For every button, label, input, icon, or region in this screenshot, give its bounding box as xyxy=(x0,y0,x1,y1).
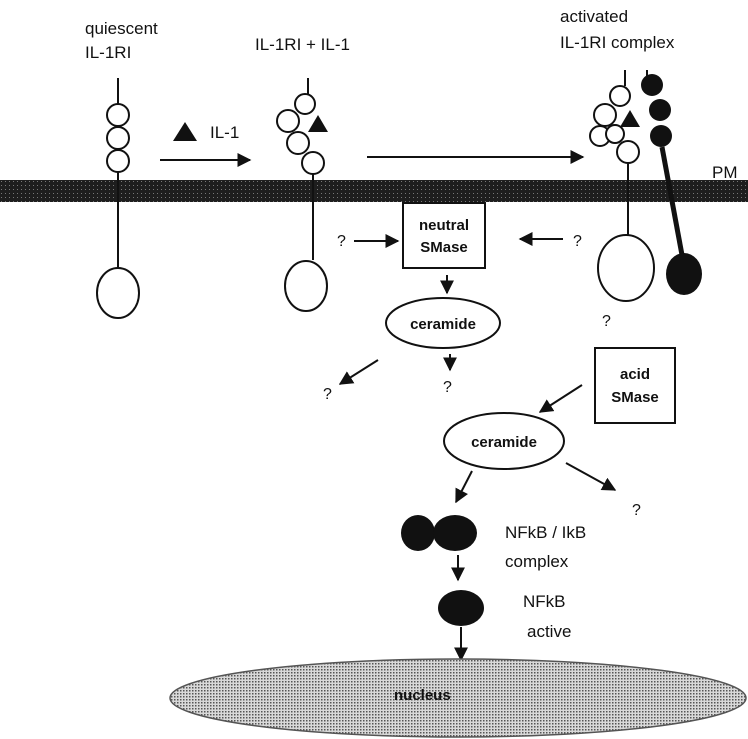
nfkb-active-label-line2: active xyxy=(527,622,571,641)
unknown-mark-right: ? xyxy=(573,233,582,250)
unknown-mark-left: ? xyxy=(337,233,346,250)
quiescent-receptor xyxy=(96,78,140,319)
neutral-smase-label-line2: SMase xyxy=(420,239,468,256)
ceramide-upper xyxy=(385,297,501,349)
acid-smase-label-line2: SMase xyxy=(611,389,659,406)
nfkb-ikb-complex xyxy=(401,515,477,551)
bound-receptor xyxy=(276,78,328,312)
plasma-membrane xyxy=(0,180,748,202)
nucleus-label: nucleus xyxy=(394,687,451,704)
ceramide-lower-label: ceramide xyxy=(471,434,537,451)
nfkb-ikb-label-line2: complex xyxy=(505,552,569,571)
acid-smase-box xyxy=(594,347,676,424)
nfkb-ikb-label-line1: NFkB / IkB xyxy=(505,523,586,542)
il1-ligand-label: IL-1 xyxy=(210,123,239,142)
nfkb-active-label-line1: NFkB xyxy=(523,592,566,611)
neutral-smase-label-line1: neutral xyxy=(419,217,469,234)
acid-smase-to-ceramide-arrow xyxy=(538,384,583,413)
il1-ligand-icon xyxy=(173,122,197,141)
unknown-mark-ceramide-left: ? xyxy=(323,386,332,403)
unknown-mark-ceramide-right: ? xyxy=(632,502,641,519)
activated-receptor-complex xyxy=(589,70,702,302)
neutral-smase-box xyxy=(402,202,486,269)
quiescent-label: quiescent xyxy=(85,19,158,38)
activated-label: activated xyxy=(560,7,628,26)
unknown-mark-ceramide-down: ? xyxy=(443,379,452,396)
ceramide-to-nfkb-arrow xyxy=(455,470,473,504)
ceramide-to-unknown-right-arrow xyxy=(565,462,617,491)
acid-smase-label-line1: acid xyxy=(620,366,650,383)
membrane-label: PM xyxy=(712,163,738,182)
nucleus xyxy=(169,658,747,738)
unknown-mark-complex: ? xyxy=(602,313,611,330)
bound-receptor-label: IL-1RI + IL-1 xyxy=(255,35,350,54)
ceramide-to-unknown-left-arrow xyxy=(338,359,379,385)
activated-complex-label: IL-1RI complex xyxy=(560,33,675,52)
nfkb-active xyxy=(438,590,484,626)
quiescent-receptor-label: IL-1RI xyxy=(85,43,131,62)
ceramide-upper-label: ceramide xyxy=(410,316,476,333)
ceramide-lower xyxy=(443,412,565,470)
